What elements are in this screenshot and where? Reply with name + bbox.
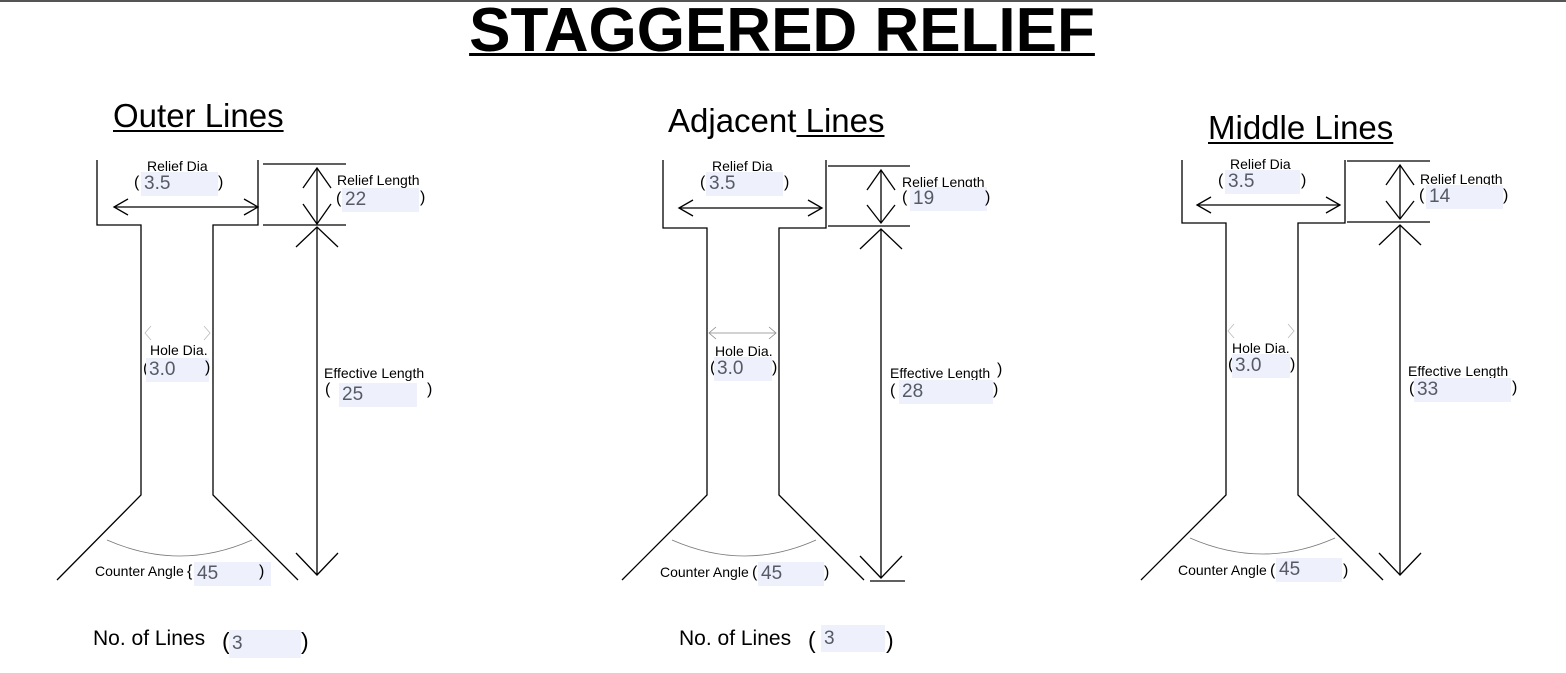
heading-outer-lines: Outer Lines [113,97,284,134]
hole-dia-label: Hole Dia. [1232,340,1290,356]
hole-dia-input[interactable] [1232,354,1290,378]
effective-length-input[interactable] [1414,378,1511,402]
paren-close: ) [772,359,778,376]
paren-close: ) [1343,562,1349,579]
relief-length-input[interactable] [910,187,987,211]
paren-close: ) [301,628,309,654]
effective-length-input[interactable] [339,383,417,407]
heading-adjacent-word: Adjacent [668,102,797,139]
paren-open: ( [808,627,816,653]
paren-close: ) [784,174,790,191]
paren-close: ) [886,627,894,653]
heading-adjacent-lines: Adjacent Lines [668,103,885,139]
hole-dia-label: Hole Dia. [715,343,773,359]
no-of-lines-input[interactable] [229,630,301,658]
no-of-lines-input[interactable] [821,625,885,652]
paren-close: ) [420,189,426,206]
relief-length-label: Relief Length [1420,171,1503,187]
paren-close: ) [1290,356,1296,373]
hole-dia-label: Hole Dia. [150,342,208,358]
paren-open: ( [325,381,331,398]
paren-close: ) [1301,172,1307,189]
paren-open: ( [700,174,706,191]
paren-open: ( [1419,187,1425,204]
top-border [0,0,1566,2]
relief-dia-input[interactable] [141,172,218,196]
hole-dia-input[interactable] [146,358,209,382]
paren-open: ( [1270,562,1276,579]
no-of-lines-label: No. of Lines [679,627,792,650]
hole-dia-input[interactable] [714,357,772,381]
effective-length-label: Effective Length [1408,363,1509,379]
adjacent-lines-drawing [621,160,910,582]
relief-length-label: Relief Length [902,174,985,190]
paren-open: ( [902,189,908,206]
paren-open: ( [222,628,230,654]
counter-angle-input[interactable] [194,562,271,586]
heading-middle-lines: Middle Lines [1208,109,1394,146]
counter-angle-input[interactable] [1276,558,1342,582]
paren-close: ) [427,381,433,398]
paren-close: ) [205,359,211,376]
paren-close: ) [985,189,991,206]
paren-open: ( [1409,380,1415,397]
relief-dia-input[interactable] [1225,170,1300,194]
relief-length-input[interactable] [342,188,419,212]
effective-length-input[interactable] [899,380,993,404]
paren-open: ( [890,382,896,399]
paren-close: ) [259,563,265,580]
paren-open: { [187,563,193,580]
relief-dia-label: Relief Dia [712,158,773,174]
paren-close: ) [997,361,1003,378]
paren-close: ) [1512,379,1518,396]
counter-angle-input[interactable] [758,562,824,586]
outer-lines-drawing [56,160,346,581]
relief-length-input[interactable] [1426,185,1503,209]
middle-lines-drawing [1140,160,1430,581]
effective-length-label: Effective Length [890,365,991,381]
paren-close: ) [218,174,224,191]
relief-dia-input[interactable] [706,172,783,196]
paren-open: ( [710,359,716,376]
paren-open: ( [752,564,758,581]
paren-open: ( [336,190,342,207]
paren-open: ( [143,360,148,378]
paren-close: ) [824,564,830,581]
paren-close: ) [993,381,999,398]
page-title: STAGGERED RELIEF [469,0,1095,65]
relief-dia-label: Relief Dia [1230,156,1291,172]
counter-angle-label: Counter Angle [95,563,184,579]
counter-angle-label: Counter Angle [1178,562,1267,578]
relief-length-label: Relief Length [337,172,420,188]
counter-angle-label: Counter Angle [660,564,749,580]
paren-open: ( [1218,172,1224,189]
heading-lines-word: Lines [796,102,885,139]
paren-open: ( [134,174,140,191]
relief-dia-label: Relief Dia [147,158,208,174]
no-of-lines-label: No. of Lines [93,627,206,650]
effective-length-label: Effective Length [324,365,425,381]
paren-close: ) [1503,187,1509,204]
paren-open: ( [1228,356,1234,373]
